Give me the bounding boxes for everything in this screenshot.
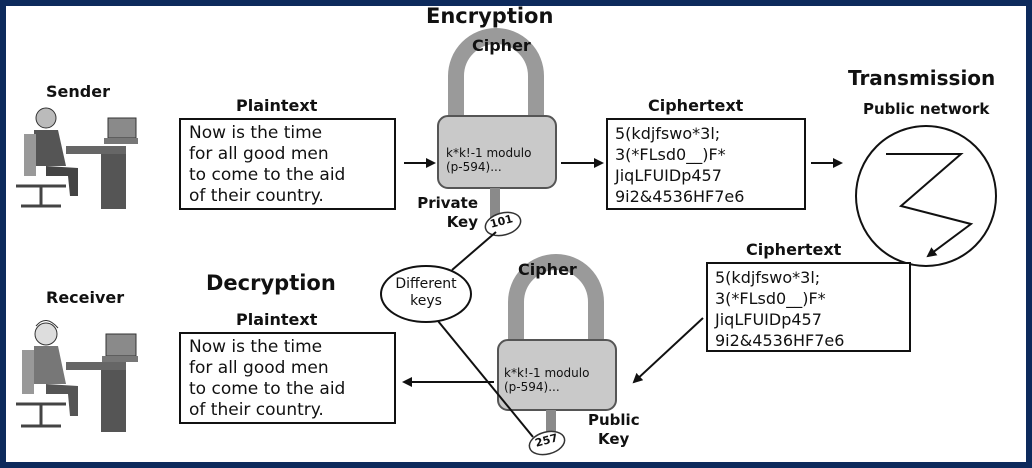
public-key-label-line: Public	[588, 411, 640, 429]
different-keys-line: Different	[395, 276, 457, 292]
network-path-arrow	[886, 153, 974, 258]
encryption-cipher-label: Cipher	[472, 36, 531, 55]
encryption-plaintext-box: Now is the time for all good men to come…	[179, 118, 396, 210]
public-key-label: Public Key	[588, 411, 640, 449]
lock-text-line: k*k!-1 modulo	[504, 366, 590, 380]
decryption-lock-icon	[497, 254, 617, 432]
diagram-frame: Encryption Cipher Sender Plaintext Now i…	[6, 6, 1026, 462]
ciphertext-line: 3(*FLsd0__)F*	[715, 289, 826, 308]
transmission-title: Transmission	[848, 66, 996, 90]
ciphertext-line: 3(*FLsd0__)F*	[615, 145, 726, 164]
ciphertext-line: JiqLFUIDp457	[615, 166, 722, 185]
receiver-label: Receiver	[46, 288, 125, 307]
decryption-plaintext-label: Plaintext	[236, 310, 318, 329]
encryption-lock-text: k*k!-1 modulo (p-594)...	[446, 146, 531, 174]
public-key-label-line: Key	[598, 430, 630, 448]
ciphertext-line: 9i2&4536HF7e6	[715, 331, 845, 350]
plaintext-line: for all good men	[189, 358, 329, 378]
sender-label: Sender	[46, 82, 110, 101]
plaintext-line: for all good men	[189, 144, 329, 164]
different-keys-line: keys	[410, 293, 442, 309]
lock-text-line: (p-594)...	[446, 160, 502, 174]
ciphertext-line: 5(kdjfswo*3l;	[615, 124, 721, 143]
encryption-ciphertext-box: 5(kdjfswo*3l; 3(*FLsd0__)F* JiqLFUIDp457…	[606, 118, 806, 210]
lock-text-line: k*k!-1 modulo	[446, 146, 532, 160]
private-key-connector	[451, 231, 497, 271]
plaintext-line: to come to the aid	[189, 379, 346, 399]
decryption-lock-text: k*k!-1 modulo (p-594)...	[504, 366, 589, 394]
different-keys-ellipse	[380, 265, 472, 323]
receiver-illustration	[16, 320, 138, 432]
ciphertext-line: JiqLFUIDp457	[715, 310, 822, 329]
private-key-label: Private Key	[410, 194, 478, 232]
transmission-ciphertext-label: Ciphertext	[746, 240, 842, 259]
plaintext-line: to come to the aid	[189, 165, 346, 185]
transmission-subtitle: Public network	[863, 100, 990, 118]
public-key-tag-icon	[528, 430, 566, 456]
transmission-ciphertext-box: 5(kdjfswo*3l; 3(*FLsd0__)F* JiqLFUIDp457…	[706, 262, 911, 352]
plaintext-line: Now is the time	[189, 123, 323, 143]
public-key-connector	[437, 320, 534, 438]
different-keys-label: Different keys	[388, 276, 464, 310]
private-key-tag-icon	[484, 211, 522, 237]
encryption-plaintext-label: Plaintext	[236, 96, 318, 115]
private-key-label-line: Key	[446, 213, 478, 231]
encryption-title: Encryption	[426, 6, 554, 28]
encryption-ciphertext-label: Ciphertext	[648, 96, 744, 115]
ciphertext-line: 9i2&4536HF7e6	[615, 187, 745, 206]
encryption-lock-icon	[437, 28, 557, 226]
plaintext-line: of their country.	[189, 186, 324, 206]
decryption-cipher-label: Cipher	[518, 260, 577, 279]
decryption-title: Decryption	[206, 271, 336, 295]
private-key-label-line: Private	[417, 194, 478, 212]
lock-text-line: (p-594)...	[504, 380, 560, 394]
arrow-ciphertext-to-decipher	[632, 317, 704, 384]
sender-illustration	[16, 107, 138, 209]
public-network-circle	[855, 125, 997, 267]
diagram-graphics	[16, 28, 997, 456]
ciphertext-line: 5(kdjfswo*3l;	[715, 268, 821, 287]
decryption-plaintext-box: Now is the time for all good men to come…	[179, 332, 396, 424]
plaintext-line: of their country.	[189, 400, 324, 420]
plaintext-line: Now is the time	[189, 337, 323, 357]
